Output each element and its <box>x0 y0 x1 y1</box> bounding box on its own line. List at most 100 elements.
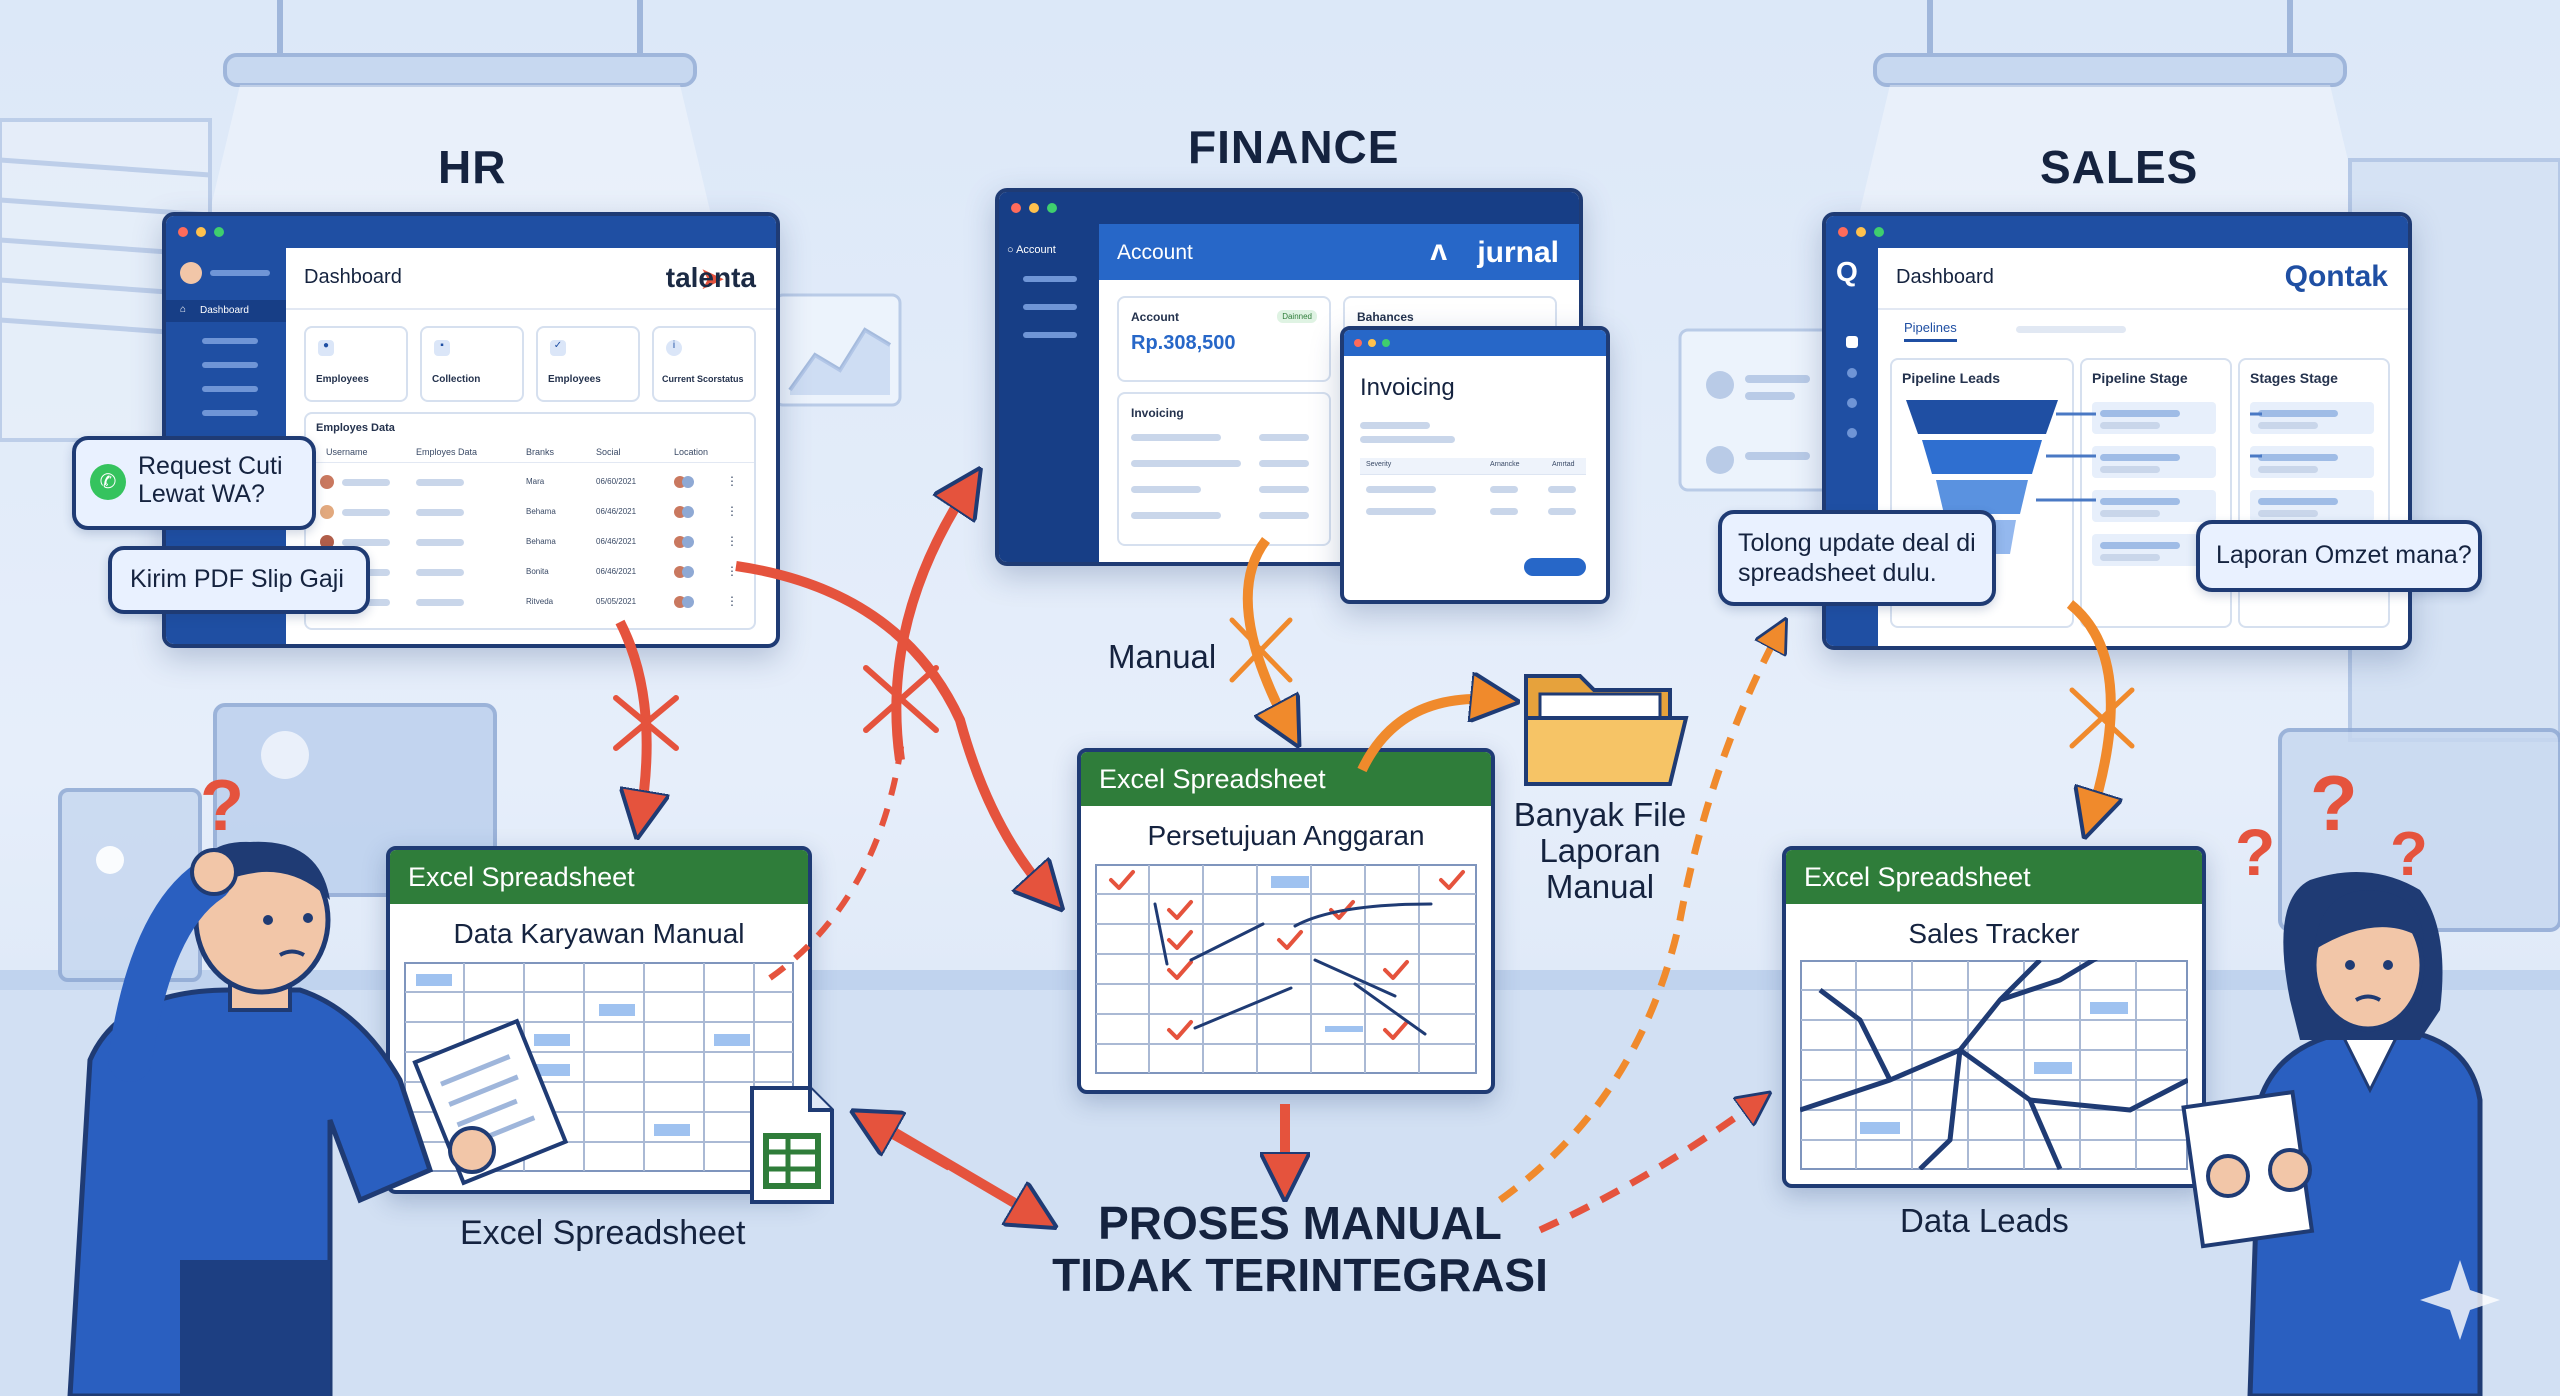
sidebar-dot[interactable] <box>1847 368 1857 378</box>
floating-profile-card-right <box>1678 328 1832 492</box>
row-date: 06/46/2021 <box>596 567 637 576</box>
pipeline-column: Pipeline Stage <box>2080 358 2232 628</box>
sidebar-item-pipeline[interactable] <box>1846 336 1858 348</box>
folder-icon[interactable] <box>1520 660 1692 790</box>
column-title: Pipeline Stage <box>2092 370 2188 386</box>
central-caption-line2: TIDAK TERINTEGRASI <box>1052 1249 1548 1301</box>
row-branch: Bonita <box>526 567 549 576</box>
background-monitor-right <box>2278 728 2560 932</box>
sidebar-dot[interactable] <box>1847 398 1857 408</box>
row-date: 06/60/2021 <box>596 477 637 486</box>
brand-logo: jurnal <box>1477 236 1559 269</box>
circle-icon: ○ <box>1007 244 1017 256</box>
stat-card[interactable]: i Current Scorstatus <box>652 326 756 402</box>
close-dot-icon[interactable] <box>178 227 188 237</box>
column-header: Severity <box>1366 461 1392 468</box>
window-titlebar <box>999 192 1579 224</box>
submit-button[interactable] <box>1524 558 1586 576</box>
brand-logo: talenta <box>665 262 756 293</box>
close-dot-icon[interactable] <box>1011 203 1021 213</box>
sidebar-item-account[interactable]: ○ Account <box>1007 244 1056 256</box>
avatar <box>320 535 334 549</box>
jurnal-logo-icon: ʌ <box>1430 234 1447 267</box>
data-leads-label: Data Leads <box>1900 1202 2069 1239</box>
qontak-sidebar-logo-icon: Q <box>1836 256 1858 287</box>
more-options-icon[interactable]: ⋮ <box>726 534 738 548</box>
table-row[interactable]: Ritveda 05/05/2021 ⋮ <box>306 590 754 616</box>
speech-bubble-deal: Tolong update deal di spreadsheet dulu. <box>1718 510 1996 606</box>
cracked-spreadsheet-grid <box>1800 960 2188 1170</box>
more-options-icon[interactable]: ⋮ <box>726 594 738 608</box>
floating-chart-card-left <box>773 293 902 407</box>
talenta-logo-icon: ➤ <box>700 263 724 294</box>
sidebar-item-dashboard[interactable]: ⌂ Dashboard <box>166 300 286 322</box>
row-date: 06/46/2021 <box>596 537 637 546</box>
tab-pipelines[interactable]: Pipelines <box>1904 320 1957 342</box>
more-options-icon[interactable]: ⋮ <box>726 504 738 518</box>
bubble-text: Kirim PDF Slip Gaji <box>130 565 344 593</box>
bubble-text: Request Cuti Lewat WA? <box>138 452 283 508</box>
table-row[interactable]: Mara 06/60/2021 ⋮ <box>306 470 754 496</box>
finance-sidebar: ○ Account <box>999 224 1099 562</box>
maximize-dot-icon[interactable] <box>1874 227 1884 237</box>
table-row[interactable]: Behama 06/46/2021 ⋮ <box>306 530 754 556</box>
whatsapp-icon: ✆ <box>90 464 126 500</box>
section-title-hr: HR <box>438 141 507 193</box>
spreadsheet-sales: Excel Spreadsheet Sales Tracker <box>1782 846 2206 1188</box>
more-options-icon[interactable]: ⋮ <box>726 564 738 578</box>
sidebar-dot[interactable] <box>1847 428 1857 438</box>
invoicing-popup-window: Invoicing Severity Arnancke Amrtad <box>1340 326 1610 604</box>
account-label: Account <box>1131 310 1179 324</box>
column-header: Arnancke <box>1490 461 1520 468</box>
spreadsheet-title: Persetujuan Anggaran <box>1147 820 1425 851</box>
close-dot-icon[interactable] <box>1354 339 1362 347</box>
location-avatar <box>682 476 694 488</box>
spreadsheet-grid <box>404 962 794 1172</box>
maximize-dot-icon[interactable] <box>1382 339 1390 347</box>
excel-file-label: Excel Spreadsheet <box>460 1214 746 1252</box>
central-caption-line1: PROSES MANUAL <box>1098 1197 1502 1249</box>
close-dot-icon[interactable] <box>1838 227 1848 237</box>
bubble-text: Laporan Omzet mana? <box>2216 541 2472 569</box>
stat-card-label: Employees <box>548 374 601 385</box>
maximize-dot-icon[interactable] <box>1047 203 1057 213</box>
section-title-finance: FINANCE <box>1188 121 1400 173</box>
info-icon: i <box>666 340 682 356</box>
account-card[interactable]: Account Dainned Rp.308,500 <box>1117 296 1331 382</box>
balances-label: Bahances <box>1357 310 1414 324</box>
minimize-dot-icon[interactable] <box>1368 339 1376 347</box>
invoicing-card[interactable]: Invoicing <box>1117 392 1331 546</box>
row-branch: Mara <box>526 477 545 486</box>
more-options-icon[interactable]: ⋮ <box>726 474 738 488</box>
stat-card[interactable]: ● Employees <box>304 326 408 402</box>
stat-card[interactable]: ▪ Collection <box>420 326 524 402</box>
row-date: 06/46/2021 <box>596 507 637 516</box>
minimize-dot-icon[interactable] <box>196 227 206 237</box>
column-header: Username <box>326 447 368 457</box>
column-header: Branks <box>526 447 555 457</box>
row-branch: Behama <box>526 537 556 546</box>
account-balance: Rp.308,500 <box>1131 332 1236 354</box>
minimize-dot-icon[interactable] <box>1856 227 1866 237</box>
minimize-dot-icon[interactable] <box>1029 203 1039 213</box>
table-header: Username Employes Data Branks Social Loc… <box>306 442 754 463</box>
column-header: Employes Data <box>416 447 478 457</box>
table-row[interactable]: Bonita 06/46/2021 ⋮ <box>306 560 754 586</box>
location-avatar <box>682 566 694 578</box>
excel-file-icon[interactable] <box>748 1084 836 1206</box>
spreadsheet-header: Excel Spreadsheet <box>1081 752 1491 806</box>
folder-label: Banyak File Laporan Manual <box>1513 796 1687 905</box>
page-title: Dashboard <box>1896 266 1994 288</box>
table-row[interactable]: Behama 06/46/2021 ⋮ <box>306 500 754 526</box>
stat-card[interactable]: ✓ Employees <box>536 326 640 402</box>
avatar <box>320 505 334 519</box>
section-title-sales: SALES <box>2040 141 2199 193</box>
column-title: Pipeline Leads <box>1902 370 2001 386</box>
window-titlebar <box>166 216 776 248</box>
row-branch: Ritveda <box>526 597 554 606</box>
spreadsheet-title: Sales Tracker <box>1908 918 2080 949</box>
invoicing-label: Invoicing <box>1131 406 1184 420</box>
row-branch: Behama <box>526 507 556 516</box>
maximize-dot-icon[interactable] <box>214 227 224 237</box>
column-title: Stages Stage <box>2250 370 2338 386</box>
